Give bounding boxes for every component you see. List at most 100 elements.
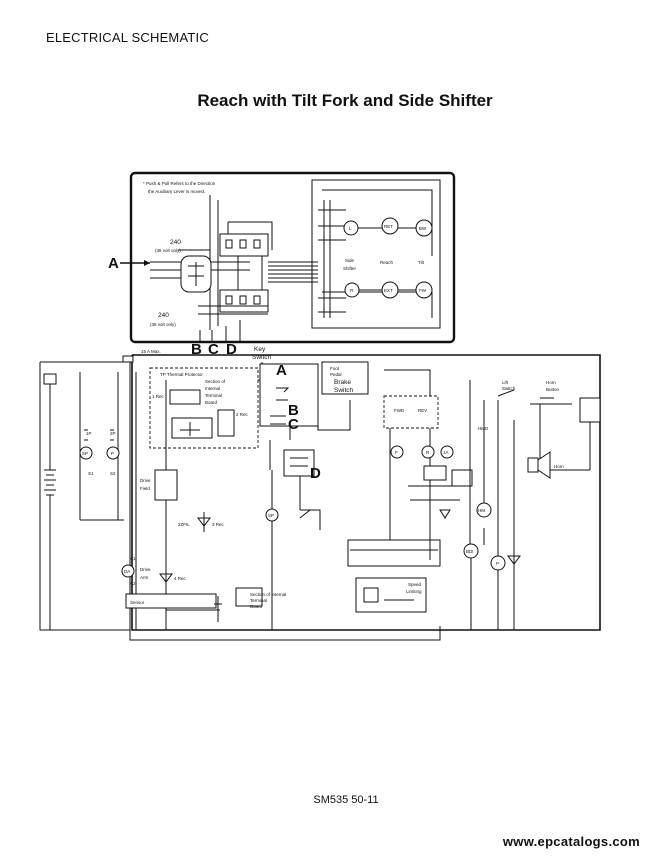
callout-c-inset: C xyxy=(208,341,219,358)
horn-button-label-1: Horn xyxy=(546,380,556,385)
svg-text:FWD: FWD xyxy=(394,408,405,413)
svg-text:A1: A1 xyxy=(130,556,136,561)
svg-text:1 Rec: 1 Rec xyxy=(152,394,165,399)
inset-label-reach: Reach xyxy=(380,260,394,265)
svg-text:SP: SP xyxy=(82,451,88,456)
thermal-protector-label: TP Thermal Protector xyxy=(160,372,203,377)
callout-d-main: D xyxy=(310,465,321,482)
lift-switch-label-2: Switch xyxy=(502,386,516,391)
drive-arm xyxy=(121,564,135,578)
svg-text:R: R xyxy=(426,450,430,455)
svg-text:Sensor: Sensor xyxy=(130,600,145,605)
inset-motor-ret: RET xyxy=(381,217,399,235)
svg-text:Horn: Horn xyxy=(554,464,564,469)
svg-text:1A: 1A xyxy=(443,450,449,455)
svg-text:HMD: HMD xyxy=(478,426,489,431)
inset-label-shifter: Shifter xyxy=(343,266,357,271)
direction-switch xyxy=(383,395,439,429)
fuse-rating: 15 A Max. xyxy=(141,349,161,354)
page-title: Reach with Tilt Fork and Side Shifter xyxy=(197,91,493,110)
callout-c-main: C xyxy=(288,416,299,433)
svg-text:SP: SP xyxy=(268,513,274,518)
inset-voltage-top-note: (36 volt only) xyxy=(155,248,181,253)
foot-pedal-label-1: Foot xyxy=(330,366,340,371)
svg-text:Field: Field xyxy=(140,486,150,491)
svg-text:L: L xyxy=(349,226,352,231)
svg-text:S2: S2 xyxy=(110,471,116,476)
svg-text:Section of: Section of xyxy=(205,379,226,384)
controller-block xyxy=(149,367,259,449)
svg-text:R: R xyxy=(350,288,354,293)
motor-p-left xyxy=(106,446,120,460)
svg-text:Drive: Drive xyxy=(140,567,151,572)
inset-motor-bw: BW xyxy=(415,219,433,237)
hour-meter xyxy=(476,502,492,518)
svg-text:S1: S1 xyxy=(88,471,94,476)
inset-motor-fw: FW xyxy=(415,281,433,299)
watermark: www.epcatalogs.com xyxy=(502,834,640,849)
svg-text:EXT: EXT xyxy=(384,288,393,293)
callout-d-inset: D xyxy=(226,341,237,358)
svg-text:Terminal: Terminal xyxy=(250,598,267,603)
svg-text:Terminal: Terminal xyxy=(205,393,222,398)
lift-switch-label-1: Lift xyxy=(502,380,509,385)
horn-button-label-2: Button xyxy=(546,387,560,392)
svg-text:A2: A2 xyxy=(130,581,136,586)
inset-note-line-1: * Push & Pull Refers to the Direction xyxy=(143,181,216,186)
brake-switch-label-2: Switch xyxy=(334,387,354,394)
key-switch-label-2: Switch xyxy=(252,354,272,361)
key-switch-label-1: Key xyxy=(254,346,266,353)
svg-text:Internal: Internal xyxy=(205,386,220,391)
contactor-r xyxy=(421,445,435,459)
svg-text:HM: HM xyxy=(478,508,485,513)
page-code: SM535 50-11 xyxy=(313,794,379,806)
svg-text:DA: DA xyxy=(124,569,130,574)
inset-label-side: Side xyxy=(345,258,355,263)
inset-voltage-bottom-note: (36 volt only) xyxy=(150,322,176,327)
svg-text:F: F xyxy=(395,450,398,455)
inset-voltage-top: 240 xyxy=(170,239,181,246)
inset-motor-l: L xyxy=(343,220,359,236)
drive-field xyxy=(154,469,178,501)
speed-limiting xyxy=(355,577,427,613)
svg-text:4 Rec: 4 Rec xyxy=(174,576,187,581)
inset-label-tilt: Tilt xyxy=(418,260,425,265)
brake-switch-label-1: Brake xyxy=(334,379,351,386)
svg-text:Limiting: Limiting xyxy=(406,589,422,594)
callout-b-main: B xyxy=(288,402,299,419)
horn xyxy=(537,451,551,479)
battery xyxy=(43,373,57,630)
svg-text:RET: RET xyxy=(384,224,393,229)
svg-text:2ZFIL: 2ZFIL xyxy=(178,522,190,527)
main-circuit: 15 A Max. SP P 1P 2P S1 S2 Drive Field D… xyxy=(39,346,601,641)
svg-text:REV: REV xyxy=(418,408,427,413)
page-header: ELECTRICAL SCHEMATIC xyxy=(46,30,209,45)
svg-text:Arm: Arm xyxy=(140,575,149,580)
inset-motor-r: R xyxy=(344,282,360,298)
inset-voltage-bottom: 240 xyxy=(158,312,169,319)
svg-text:Board: Board xyxy=(205,400,218,405)
svg-text:2P: 2P xyxy=(110,431,116,436)
svg-text:Board: Board xyxy=(250,604,263,609)
callout-b-inset: B xyxy=(191,341,202,358)
svg-text:Drive: Drive xyxy=(140,478,151,483)
contactor-f xyxy=(390,445,404,459)
inset-panel: * Push & Pull Refers to the Direction th… xyxy=(129,171,456,344)
svg-text:2 Rec: 2 Rec xyxy=(236,412,249,417)
svg-text:FW: FW xyxy=(419,288,427,293)
inset-note-line-2: the Auxiliary Lever is moved. xyxy=(148,189,205,194)
svg-text:Section of Internal: Section of Internal xyxy=(250,592,286,597)
svg-text:3 Rec: 3 Rec xyxy=(212,522,225,527)
inset-motor-ext: EXT xyxy=(381,281,399,299)
svg-text:P: P xyxy=(496,561,499,566)
sensor xyxy=(125,593,217,609)
callout-a-inset: A xyxy=(108,255,119,272)
svg-text:BW: BW xyxy=(419,226,427,231)
foot-pedal-label-2: Pedal xyxy=(330,372,342,377)
callout-a-main: A xyxy=(276,362,287,379)
svg-text:Speed: Speed xyxy=(408,582,422,587)
svg-text:P: P xyxy=(111,451,114,456)
motor-sp-left xyxy=(79,446,93,460)
contactor-1a xyxy=(440,445,454,459)
